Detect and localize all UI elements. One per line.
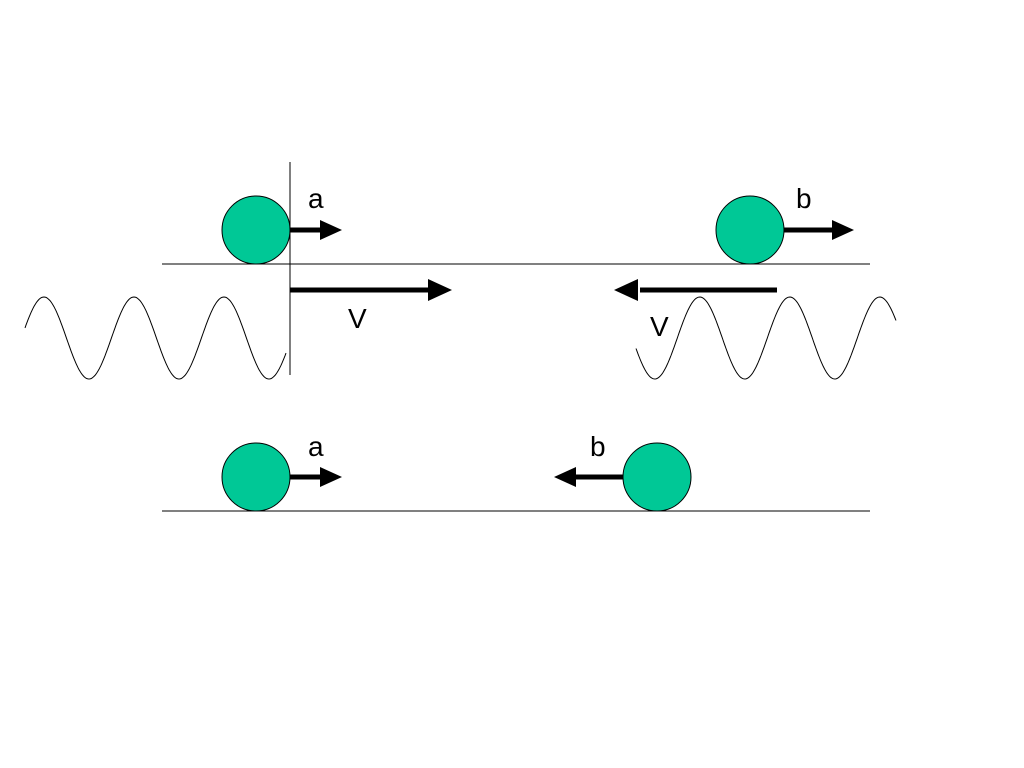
top-ball-a-label: a — [308, 183, 324, 214]
top-ball-a-arrow — [290, 220, 342, 240]
bottom-ball-a-arrow — [290, 467, 342, 487]
top-ball-b-label: b — [796, 183, 812, 214]
bottom-ball-a — [221, 442, 291, 512]
velocity-arrow-right — [290, 279, 452, 301]
wave-left — [24, 296, 287, 380]
wave-right — [635, 296, 897, 380]
top-ball-a — [221, 195, 291, 265]
velocity-arrow-left — [614, 279, 777, 301]
velocity-right-label: V — [650, 311, 669, 342]
top-ball-b-arrow — [784, 220, 854, 240]
bottom-ball-b-label: b — [590, 431, 606, 462]
top-ball-b — [715, 195, 785, 265]
bottom-ball-b — [622, 442, 692, 512]
bottom-ball-a-label: a — [308, 431, 324, 462]
bottom-ball-b-arrow — [554, 467, 623, 487]
velocity-left-label: V — [348, 303, 367, 334]
